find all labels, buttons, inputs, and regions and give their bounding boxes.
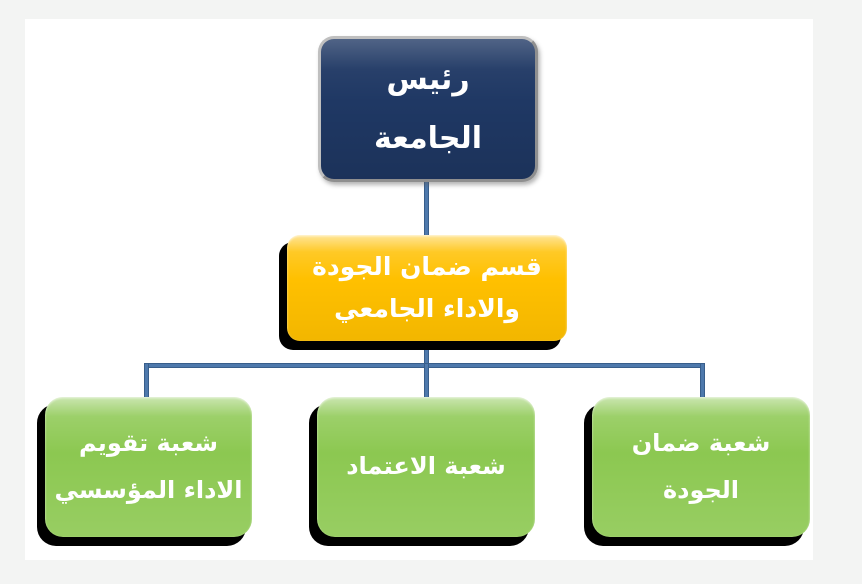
node-label-line: شعبة ضمان xyxy=(631,428,771,457)
connector-root-to-department xyxy=(424,180,429,238)
node-label-line: والاداء الجامعي xyxy=(334,294,520,323)
node-quality-assurance-department: قسم ضمان الجودة والاداء الجامعي xyxy=(287,235,567,341)
connector-drop-middle-division xyxy=(424,363,429,399)
node-label-line: الاداء المؤسسي xyxy=(54,476,243,504)
connector-department-stem xyxy=(424,338,429,368)
node-label-line: الجامعة xyxy=(373,121,483,156)
node-label-line: رئيس xyxy=(386,62,470,97)
node-label-line: الجودة xyxy=(662,476,740,504)
connector-drop-right-division xyxy=(700,363,705,399)
node-label-line: شعبة تقويم xyxy=(78,428,219,457)
node-division-performance-evaluation: شعبة تقويم الاداء المؤسسي xyxy=(45,397,252,537)
node-division-quality-assurance: شعبة ضمان الجودة xyxy=(592,397,810,537)
node-label-line: قسم ضمان الجودة xyxy=(312,251,542,281)
node-label-line: شعبة الاعتماد xyxy=(346,452,506,481)
node-division-accreditation: شعبة الاعتماد xyxy=(317,397,535,537)
connector-drop-left-division xyxy=(144,363,149,399)
node-university-president: رئيس الجامعة xyxy=(318,36,538,182)
